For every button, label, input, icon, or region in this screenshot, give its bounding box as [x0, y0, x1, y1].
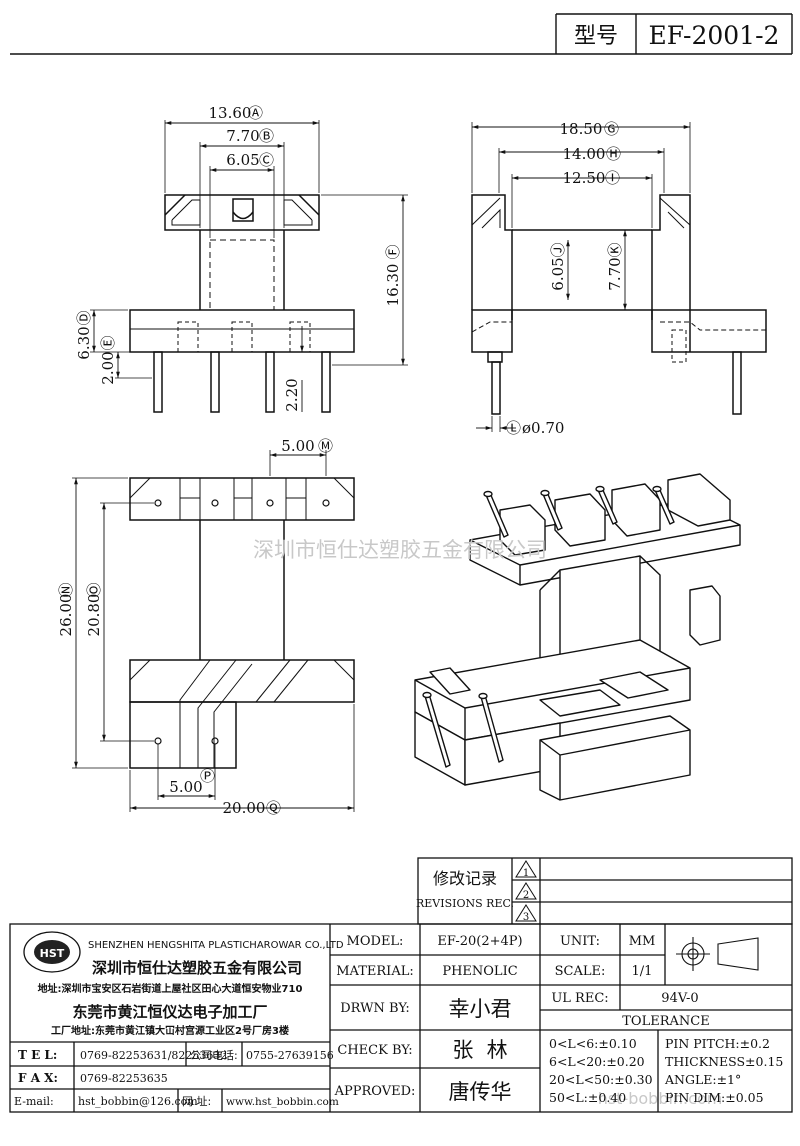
dim-I: 12.50	[563, 169, 606, 187]
dim-B: 7.70	[226, 127, 259, 145]
dim-pin-length: 2.20	[283, 378, 301, 411]
dim-G-tag: Ⓖ	[604, 120, 619, 138]
dim-G: 18.50	[560, 120, 603, 138]
side-view	[471, 122, 767, 432]
dim-J-tag: Ⓙ	[549, 242, 567, 257]
isometric-view	[414, 473, 741, 801]
watermark-corner: hst-bobbin.com	[598, 1089, 723, 1108]
company-logo: HST	[23, 931, 81, 973]
front-view	[90, 120, 408, 413]
company-address: 地址:深圳市宝安区石岩街道上屋社区田心大道恒安物业710	[38, 982, 303, 995]
dim-K: 7.70	[606, 257, 624, 290]
dim-K-tag: Ⓚ	[606, 242, 624, 257]
company-tel-value: 0755-27639156	[246, 1049, 334, 1062]
revision-mark-1: 1	[523, 868, 529, 879]
dim-B-tag: Ⓑ	[259, 127, 274, 145]
approved-value: 唐传华	[449, 1080, 512, 1104]
fax-label: F A X:	[18, 1071, 58, 1085]
company-name-en: SHENZHEN HENGSHITA PLASTICHAROWAR CO.,LT…	[88, 940, 344, 951]
check-value: 张 林	[452, 1038, 507, 1062]
revisions-label-en: REVISIONS REC.	[416, 897, 514, 910]
tolerance-right-3: ANGLE:±1°	[664, 1072, 741, 1087]
dim-F: 16.30	[384, 264, 402, 307]
dim-L-tag: Ⓛ	[506, 419, 521, 437]
revision-mark-2: 2	[523, 890, 529, 901]
dim-H: 14.00	[563, 145, 606, 163]
bottom-dim-lines	[74, 453, 354, 810]
dim-N-tag: Ⓝ	[57, 582, 75, 597]
dim-O: 20.80	[85, 594, 103, 637]
dim-E: 2.00	[99, 351, 117, 384]
dim-M-tag: Ⓜ	[318, 437, 333, 455]
dim-P: 5.00	[169, 778, 202, 796]
tolerance-left-3: 20<L<50:±0.30	[549, 1072, 653, 1087]
type-label: 型号	[574, 24, 618, 49]
ul-label: UL REC:	[551, 991, 608, 1006]
tolerance-label: TOLERANCE	[622, 1014, 709, 1029]
title-box	[10, 13, 793, 55]
factory-name: 东莞市黄江恒仪达电子加工厂	[72, 1003, 267, 1021]
tolerance-left-4: 50<L:±0.40	[549, 1090, 626, 1105]
tel-value: 0769-82253631/82253632	[80, 1049, 227, 1062]
tolerance-left-2: 6<L<20:±0.20	[549, 1054, 645, 1069]
factory-address: 工厂地址:东莞市黄江镇大冚村宫源工业区2号厂房3楼	[51, 1024, 289, 1037]
model-value: EF-20(2+4P)	[437, 934, 522, 949]
title-block-grid	[9, 923, 793, 1113]
dim-A: 13.60	[209, 104, 252, 122]
revision-mark-3: 3	[523, 912, 529, 923]
company-name-cn: 深圳市恒仕达塑胶五金有限公司	[92, 959, 302, 977]
approved-label: APPROVED:	[334, 1084, 416, 1099]
ul-value: 94V-0	[661, 991, 698, 1006]
logo-text: HST	[40, 947, 65, 960]
tolerance-right-2: THICKNESS±0.15	[665, 1054, 783, 1069]
unit-value: MM	[629, 934, 656, 949]
dim-M: 5.00	[281, 437, 314, 455]
email-value: hst_bobbin@126.com	[78, 1095, 198, 1108]
dim-N: 26.00	[57, 594, 75, 637]
dim-F-tag: Ⓕ	[384, 244, 402, 259]
revisions-label-cn: 修改记录	[433, 869, 497, 888]
dim-I-tag: Ⓘ	[605, 169, 620, 187]
fax-value: 0769-82253635	[80, 1072, 168, 1085]
material-label: MATERIAL:	[336, 964, 413, 979]
model-label: MODEL:	[347, 934, 404, 949]
dim-D-tag: Ⓓ	[75, 310, 93, 325]
dim-Q: 20.00	[223, 799, 266, 817]
web-value: www.hst_bobbin.com	[226, 1096, 339, 1108]
scale-label: SCALE:	[555, 964, 606, 979]
check-label: CHECK BY:	[337, 1043, 412, 1058]
dim-O-tag: Ⓞ	[85, 582, 103, 597]
material-value: PHENOLIC	[442, 964, 517, 979]
dim-C: 6.05	[226, 151, 259, 169]
dim-C-tag: Ⓒ	[259, 151, 274, 169]
part-number: EF-2001-2	[649, 21, 780, 50]
tel-label: T E L:	[18, 1048, 57, 1062]
dim-J: 6.05	[549, 257, 567, 290]
company-tel-label: 公司电话:	[190, 1049, 238, 1062]
bottom-view	[72, 450, 355, 812]
tolerance-right-4: PIN DIM:±0.05	[665, 1090, 764, 1105]
dim-H-tag: Ⓗ	[606, 145, 621, 163]
projection-symbol-icon	[676, 937, 759, 971]
dim-P-tag: Ⓟ	[200, 767, 215, 785]
web-label: 网 址:	[182, 1094, 211, 1108]
front-dim-lines	[92, 121, 405, 412]
scale-value: 1/1	[632, 964, 653, 979]
dim-A-tag: Ⓐ	[248, 104, 263, 122]
side-dim-lines	[472, 125, 690, 430]
revisions-box	[417, 857, 793, 925]
dim-D: 6.30	[75, 326, 93, 359]
dim-Q-tag: Ⓠ	[266, 799, 281, 817]
email-label: E-mail:	[14, 1095, 54, 1108]
drawn-value: 幸小君	[449, 997, 512, 1021]
tolerance-right-1: PIN PITCH:±0.2	[665, 1036, 770, 1051]
revision-marks: 1 2 3	[515, 860, 537, 923]
unit-label: UNIT:	[560, 934, 600, 949]
drawn-label: DRWN BY:	[340, 1001, 409, 1016]
watermark-text: 深圳市恒仕达塑胶五金有限公司	[253, 538, 547, 562]
tolerance-left-1: 0<L<6:±0.10	[549, 1036, 637, 1051]
dim-E-tag: Ⓔ	[99, 335, 117, 350]
dim-L: ø0.70	[522, 419, 564, 437]
